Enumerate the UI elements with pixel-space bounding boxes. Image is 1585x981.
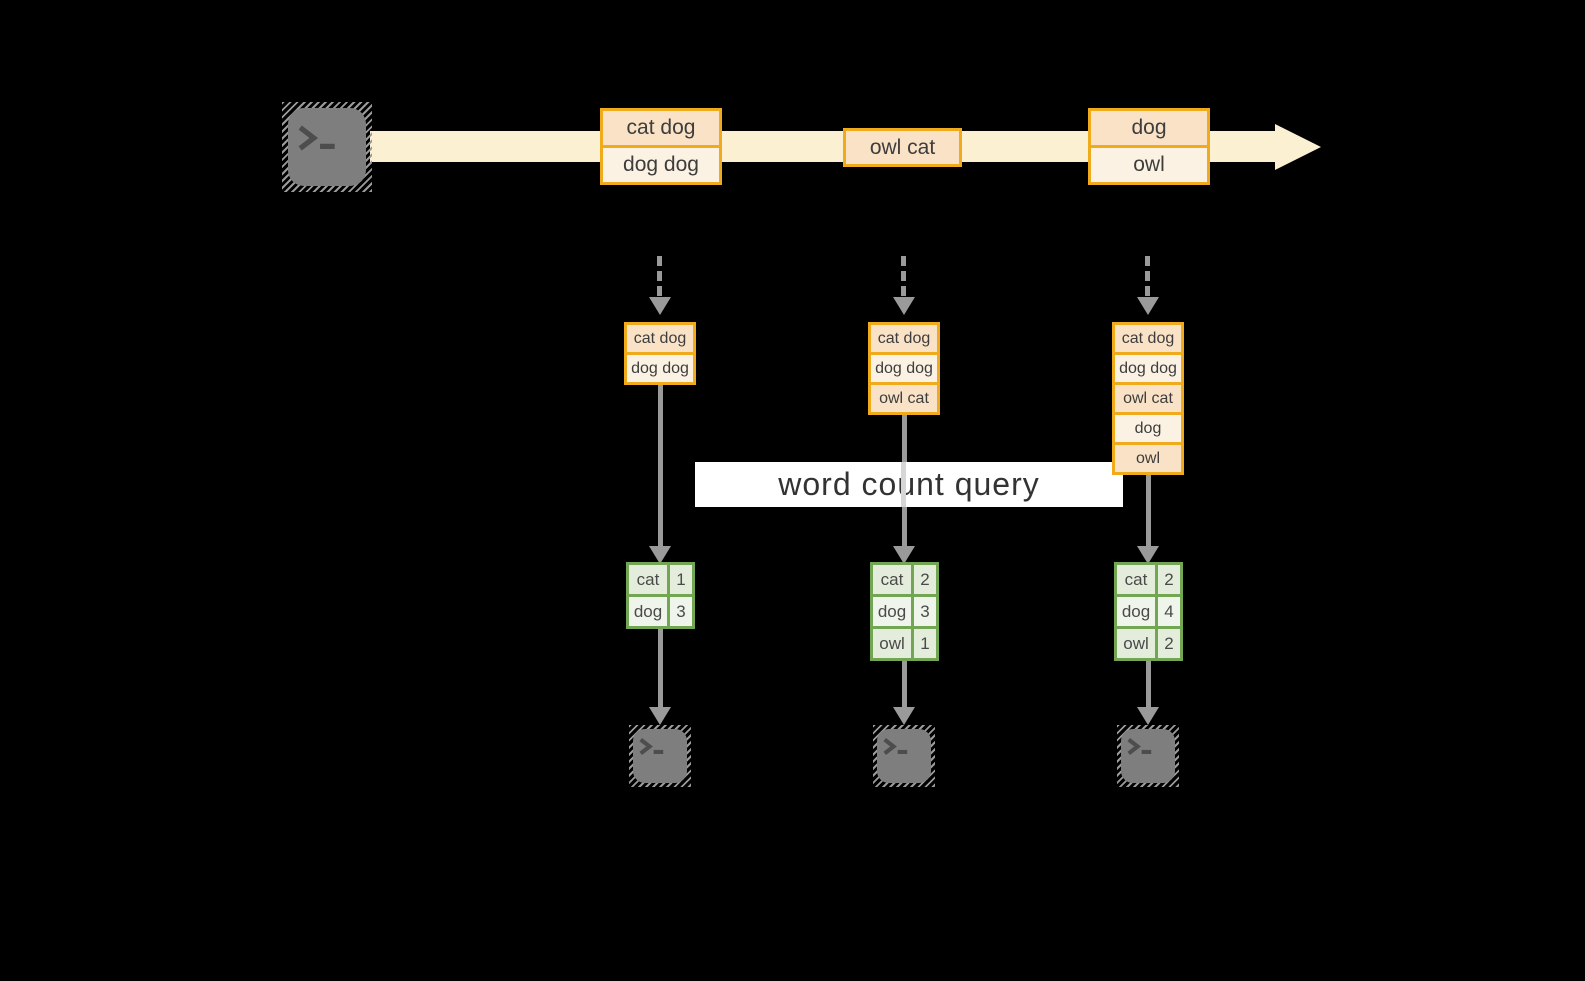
state-row: dog dog [868,352,940,385]
prompt-icon [639,738,664,755]
dashed-arrow-line [901,256,906,296]
arrow-line [1146,661,1151,707]
terminal-sink-icon [629,725,691,787]
arrow-line [658,384,663,546]
state-row: cat dog [624,322,696,355]
arrow-head-icon [649,297,671,315]
arrow-line [902,661,907,707]
count-value: 2 [1158,565,1180,594]
state-row: owl [1112,442,1184,475]
state-row: cat dog [868,322,940,355]
state-row: dog dog [1112,352,1184,385]
arrow-head-icon [649,546,671,564]
terminal-body [1121,729,1175,783]
count-table: cat 2 dog 4 owl 2 [1114,562,1183,661]
count-word: dog [1117,597,1155,626]
count-value: 1 [670,565,692,594]
state-row: cat dog [1112,322,1184,355]
count-word: cat [1117,565,1155,594]
state-stack: cat dog dog dog owl cat [868,322,940,415]
terminal-sink-icon [1117,725,1179,787]
arrow-line-overlay [901,462,906,507]
count-word: cat [873,565,911,594]
count-word: cat [629,565,667,594]
prompt-icon [1127,738,1152,755]
stream-event: owl [1088,145,1210,185]
state-row: owl cat [868,382,940,415]
arrow-head-icon [893,707,915,725]
arrow-line [658,629,663,707]
terminal-body [633,729,687,783]
query-label: word count query [695,462,1123,507]
stream-arrowhead-icon [1275,124,1321,170]
arrow-head-icon [1137,546,1159,564]
count-table: cat 1 dog 3 [626,562,695,629]
stream-event-box: cat dog dog dog [600,108,722,185]
count-value: 3 [670,597,692,626]
arrow-head-icon [893,546,915,564]
terminal-sink-icon [873,725,935,787]
arrow-head-icon [1137,707,1159,725]
stream-event: owl cat [843,128,962,167]
dashed-arrow-line [657,256,662,296]
terminal-body [877,729,931,783]
prompt-icon [883,738,908,755]
stream-event-box: dog owl [1088,108,1210,185]
terminal-source-icon [282,102,372,192]
arrow-head-icon [649,707,671,725]
dashed-arrow-line [1145,256,1150,296]
stream-event-box: owl cat [843,128,962,167]
state-stack: cat dog dog dog [624,322,696,385]
arrow-line [1146,472,1151,546]
state-row: dog [1112,412,1184,445]
count-value: 2 [914,565,936,594]
count-word: dog [629,597,667,626]
state-row: dog dog [624,352,696,385]
arrow-head-icon [1137,297,1159,315]
count-table: cat 2 dog 3 owl 1 [870,562,939,661]
stream-event: dog dog [600,145,722,185]
count-word: owl [1117,629,1155,658]
count-value: 4 [1158,597,1180,626]
state-row: owl cat [1112,382,1184,415]
count-value: 1 [914,629,936,658]
state-stack: cat dog dog dog owl cat dog owl [1112,322,1184,475]
stream-event: dog [1088,108,1210,148]
prompt-icon [298,125,335,151]
count-word: owl [873,629,911,658]
count-value: 3 [914,597,936,626]
stream-event: cat dog [600,108,722,148]
arrow-head-icon [893,297,915,315]
count-word: dog [873,597,911,626]
count-value: 2 [1158,629,1180,658]
